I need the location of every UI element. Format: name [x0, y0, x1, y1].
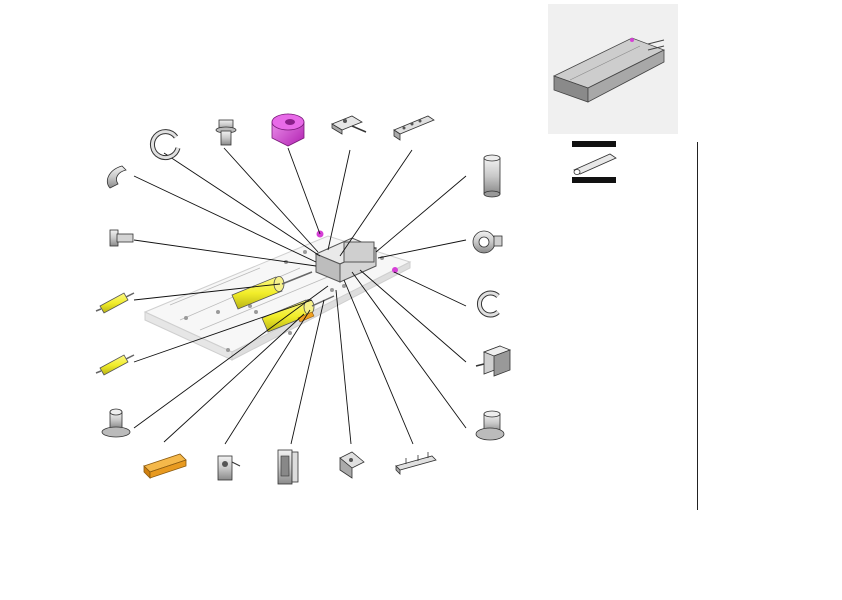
- angle-bracket-icon: [339, 451, 365, 479]
- e-ring-icon: [149, 129, 181, 161]
- curved-clip-part: [106, 165, 127, 189]
- hinge-icon: [277, 449, 299, 485]
- pin-symbol-icon: [572, 141, 617, 183]
- magenta-bushing-part: [271, 113, 305, 147]
- e-ring-icon: [477, 290, 500, 318]
- standoff-icon: [101, 408, 131, 438]
- bushing-icon: [271, 113, 305, 147]
- legend-symbol: [572, 141, 617, 183]
- leader-lines: [133, 147, 467, 445]
- rail-clip-part: [393, 115, 435, 141]
- shaft-icon: [95, 354, 135, 376]
- small-bracket-part: [331, 115, 367, 135]
- spring-clip-icon: [217, 455, 241, 481]
- cylinder-icon: [483, 154, 501, 198]
- pin-icon: [109, 229, 134, 247]
- shaft-icon: [95, 292, 135, 314]
- spring-clip-part: [217, 455, 241, 481]
- orange-latch-part: [143, 453, 187, 479]
- latch-icon: [143, 453, 187, 479]
- hinge-bracket-part: [277, 449, 299, 485]
- slotted-rail-part: [395, 452, 437, 475]
- flange-screw-part: [215, 119, 237, 146]
- tray-assembly-icon: [552, 37, 665, 103]
- knob-icon: [472, 230, 503, 254]
- yellow-shaft-2-part: [95, 354, 135, 376]
- pin-part: [109, 229, 134, 247]
- block-connector-part: [475, 345, 512, 377]
- cylinder-spacer-part: [483, 154, 501, 198]
- large-standoff-part: [475, 410, 505, 441]
- assembly-thumbnail: [548, 4, 678, 134]
- rail-clip-icon: [393, 115, 435, 141]
- block-connector-icon: [475, 345, 512, 377]
- slotted-rail-icon: [395, 452, 437, 475]
- bracket-icon: [331, 115, 367, 135]
- standoff-part: [101, 408, 131, 438]
- standoff-icon: [475, 410, 505, 441]
- flange-screw-icon: [215, 119, 237, 146]
- angle-bracket-part: [339, 451, 365, 479]
- main-assembly: [143, 230, 412, 361]
- e-clip-top-part: [149, 129, 181, 161]
- vertical-divider: [697, 142, 698, 510]
- e-clip-right-part: [477, 290, 500, 318]
- knob-part: [472, 230, 503, 254]
- yellow-shaft-1-part: [95, 292, 135, 314]
- curved-clip-icon: [106, 165, 127, 189]
